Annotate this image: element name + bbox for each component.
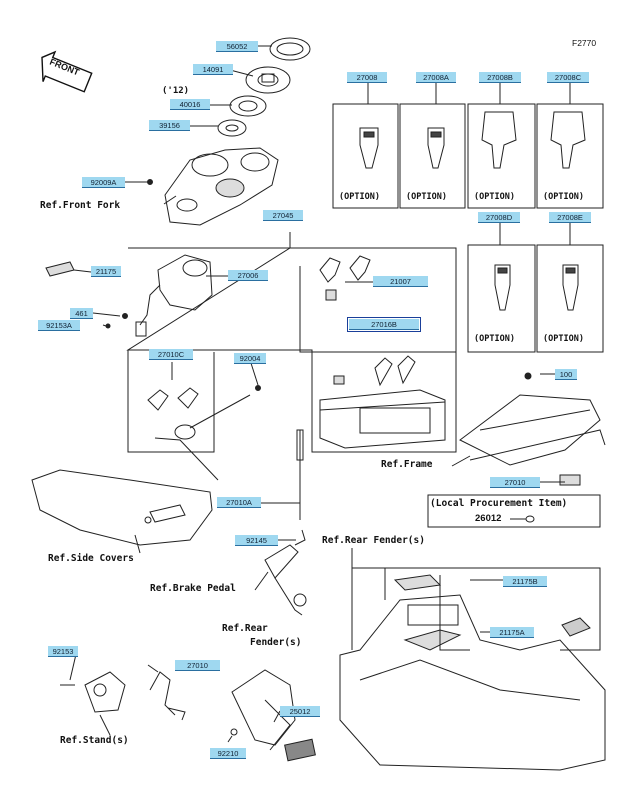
part-label-461[interactable]: 461 (70, 308, 93, 319)
part-label-39156[interactable]: 39156 (149, 120, 190, 131)
option-frame-6 (536, 244, 604, 353)
part-label-92210[interactable]: 92210 (210, 748, 246, 759)
part-label-27008b[interactable]: 27008B (479, 72, 521, 83)
ref-rear-fender-s: Ref.Rear Fender(s) (322, 535, 425, 546)
part-label-92145[interactable]: 92145 (235, 535, 278, 546)
option-label-4: (OPTION) (543, 192, 584, 202)
key-option-27008d-icon (494, 264, 511, 311)
option-frame-5 (467, 244, 536, 353)
cap-seal-icon (229, 95, 267, 117)
option-label-1: (OPTION) (339, 192, 380, 202)
part-label-27010-stand[interactable]: 27010 (175, 660, 220, 671)
local-procurement-box (427, 494, 601, 528)
ref-side-covers: Ref.Side Covers (48, 553, 134, 564)
key-option-27008a-icon (427, 127, 445, 169)
ref-frame: Ref.Frame (381, 459, 433, 470)
ref-stand: Ref.Stand(s) (60, 735, 129, 746)
ref-rear-fender-line1: Ref.Rear (222, 623, 268, 634)
part-label-40016[interactable]: 40016 (170, 99, 210, 110)
ignition-switch-icon (105, 254, 213, 337)
part-label-21007[interactable]: 21007 (373, 276, 428, 287)
washer-icon (217, 119, 247, 137)
steering-stem-bracket-icon (147, 147, 279, 226)
immobilizer-unit-icon (319, 355, 446, 449)
ref-brake-pedal: Ref.Brake Pedal (150, 583, 236, 594)
key-blank-icon (45, 261, 75, 277)
part-label-92009a[interactable]: 92009A (82, 177, 125, 188)
key-option-27008b-icon (481, 111, 517, 169)
stand-switch-icon (60, 671, 186, 721)
seat-lock-cable-icon (154, 385, 304, 520)
part-label-27008e[interactable]: 27008E (549, 212, 591, 223)
key-option-27008c-icon (550, 111, 586, 169)
option-frame-4 (536, 103, 604, 209)
option-label-5: (OPTION) (474, 334, 515, 344)
side-cover-icon (31, 469, 213, 546)
part-label-27010[interactable]: 27010 (490, 477, 540, 488)
part-label-27008c[interactable]: 27008C (547, 72, 589, 83)
part-label-27008[interactable]: 27008 (347, 72, 387, 83)
ref-rear-fender-line2: Fender(s) (250, 637, 302, 648)
local-procurement-part: 26012 (475, 513, 502, 524)
seal-cap-icon (269, 37, 311, 61)
figure-number: F2770 (572, 38, 597, 48)
part-label-56052[interactable]: 56052 (216, 41, 258, 52)
part-label-27010a[interactable]: 27010A (217, 497, 261, 508)
part-label-27016b[interactable]: 27016B (347, 317, 421, 332)
key-option-27008e-icon (562, 264, 579, 311)
part-label-27010c[interactable]: 27010C (149, 349, 193, 360)
part-label-25012[interactable]: 25012 (280, 706, 320, 717)
option-label-3: (OPTION) (474, 192, 515, 202)
key-set-icon (319, 255, 371, 301)
part-label-27006[interactable]: 27006 (228, 270, 268, 281)
year-note: ('12) (162, 86, 190, 96)
part-label-27008d[interactable]: 27008D (478, 212, 520, 223)
front-arrow-icon (41, 50, 93, 93)
part-label-21175a[interactable]: 21175A (490, 627, 534, 638)
transponder-keys-icon (147, 387, 199, 411)
part-label-92153a[interactable]: 92153A (38, 320, 80, 331)
part-label-27008a[interactable]: 27008A (416, 72, 456, 83)
brake-pedal-icon (264, 529, 307, 616)
option-label-6: (OPTION) (543, 334, 584, 344)
frame-icon (459, 372, 606, 486)
option-frame-1 (332, 103, 399, 209)
rear-fender-icon (339, 574, 606, 771)
key-option-27008-icon (359, 127, 379, 169)
cover-ring-icon (245, 66, 291, 94)
rear-fender-2-icon (230, 669, 316, 762)
option-label-2: (OPTION) (406, 192, 447, 202)
part-label-100[interactable]: 100 (555, 369, 577, 380)
part-label-27045[interactable]: 27045 (263, 210, 303, 221)
part-label-21175b[interactable]: 21175B (503, 576, 547, 587)
option-frame-2 (399, 103, 466, 209)
local-procurement-title: (Local Procurement Item) (430, 498, 568, 509)
part-label-92153[interactable]: 92153 (48, 646, 78, 657)
part-label-21175[interactable]: 21175 (91, 266, 121, 277)
part-label-92004[interactable]: 92004 (234, 353, 266, 364)
option-frame-3 (467, 103, 536, 209)
part-label-14091[interactable]: 14091 (193, 64, 233, 75)
ref-front-fork: Ref.Front Fork (40, 200, 121, 211)
